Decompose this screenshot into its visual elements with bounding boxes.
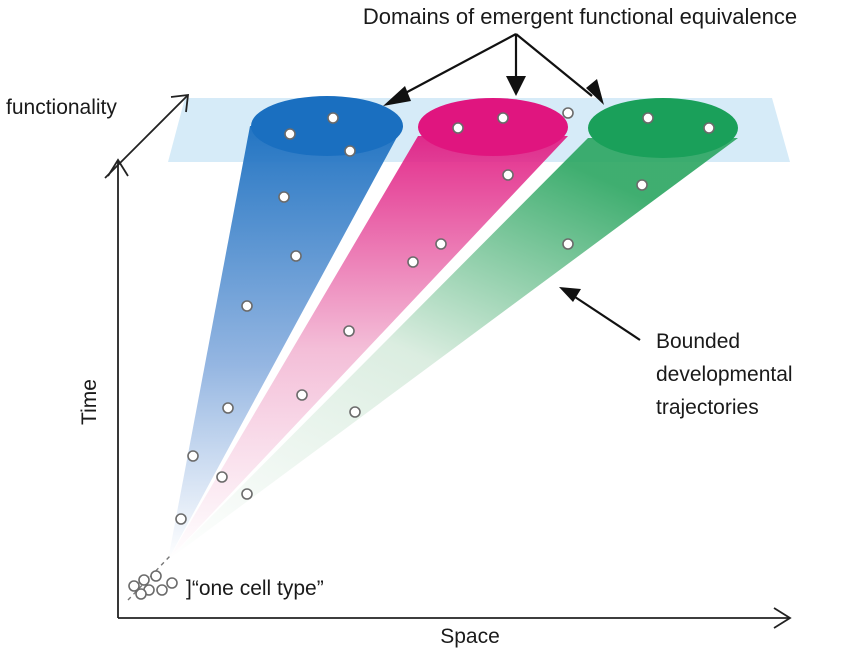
cell: [290, 250, 302, 262]
cell: [452, 122, 464, 134]
cell: [343, 325, 355, 337]
trajectories-arrow-head: [559, 287, 581, 302]
cell: [187, 450, 199, 462]
cell: [284, 128, 296, 140]
domain-ellipse-green: [588, 98, 738, 158]
cell: [562, 238, 574, 250]
cell: [502, 169, 514, 181]
cone-green: [168, 138, 738, 560]
cell: [296, 389, 308, 401]
cell: [216, 471, 228, 483]
functionality-axis-label: functionality: [6, 96, 117, 119]
cell: [703, 122, 715, 134]
cell: [642, 112, 654, 124]
cell: [241, 488, 253, 500]
functionality-axis: [104, 94, 189, 179]
title-arrows: [383, 33, 604, 106]
trajectories-arrow-shaft: [571, 294, 641, 341]
cell: [138, 574, 150, 586]
functionality-axis-arrowhead: [170, 93, 190, 113]
cell: [344, 145, 356, 157]
arrow-to-blue-shaft: [395, 33, 517, 99]
arrow-to-magenta-head: [506, 76, 526, 96]
time-axis-label: Time: [78, 379, 101, 425]
trajectories-label-line-2: developmental: [656, 363, 793, 386]
cell: [156, 584, 168, 596]
cone-blue: [168, 126, 403, 560]
arrow-to-green-shaft: [515, 33, 593, 97]
origin-dashed-line: [127, 555, 171, 601]
trajectories-label-line-3: trajectories: [656, 396, 759, 419]
origin-cell-cluster: [128, 570, 178, 600]
arrow-to-green-head: [586, 79, 604, 105]
cell: [327, 112, 339, 124]
cell: [166, 577, 178, 589]
cell: [278, 191, 290, 203]
space-axis-label: Space: [440, 625, 500, 648]
diagram-title: Domains of emergent functional equivalen…: [363, 4, 797, 29]
cell: [128, 580, 140, 592]
cone-magenta: [168, 136, 568, 560]
trajectories-label-line-1: Bounded: [656, 330, 740, 353]
space-axis-arrowhead: [773, 607, 792, 629]
cell: [349, 406, 361, 418]
cell: [562, 107, 574, 119]
cell: [435, 238, 447, 250]
cells: [175, 107, 715, 525]
domain-ellipse-blue: [251, 96, 403, 156]
cell: [175, 513, 187, 525]
cell: [222, 402, 234, 414]
cell: [241, 300, 253, 312]
cell: [135, 588, 147, 600]
cell: [636, 179, 648, 191]
origin-label: ]“one cell type”: [186, 577, 324, 600]
arrow-to-blue-head: [383, 86, 411, 106]
cell: [497, 112, 509, 124]
cell: [150, 570, 162, 582]
domain-ellipse-magenta: [418, 98, 568, 156]
cell: [407, 256, 419, 268]
